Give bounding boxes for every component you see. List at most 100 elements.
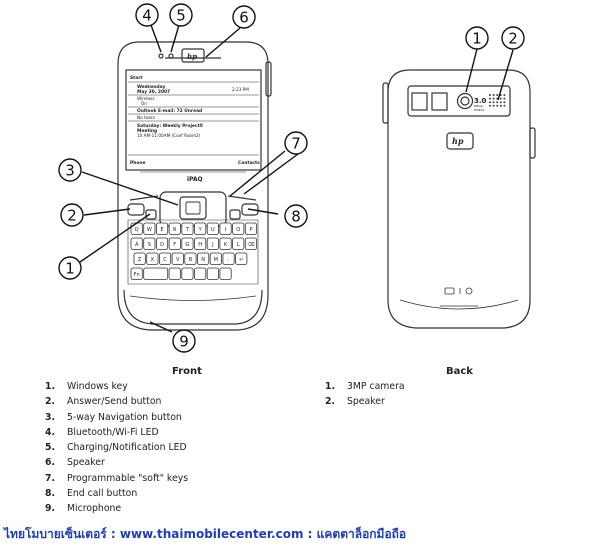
megapixel-word-2: PIXELS [474,108,484,112]
footer-url-link[interactable]: www.thaimobilecenter.com [119,527,304,541]
svg-text:1: 1 [65,260,75,278]
speaker-hole [492,97,495,100]
speaker-hole [499,101,502,104]
speaker-hole [503,104,506,107]
svg-text:7: 7 [291,135,301,153]
keyboard-key-label: I [225,227,226,233]
front-legend-item: 1.Windows key [45,381,128,392]
flash-window-2 [431,92,448,111]
camera-lens-inner [460,96,470,106]
keyboard-key-label: Y [198,227,203,233]
footer-banner: ไทยโมบายเซ็นเตอร์ : www.thaimobilecenter… [4,525,600,543]
front-legend-item: 8.End call button [45,488,138,500]
camera-lens-outer [456,92,474,110]
keyboard-key [143,267,169,280]
screen-time: 2:23 PM [232,87,249,92]
keyboard-key [235,252,248,265]
screen-meeting-1: Saturday: Weekly ProjectX [137,123,204,129]
answer-send-button [127,203,145,216]
flash-window-1 [411,92,428,111]
keyboard-key [197,252,210,265]
back-hp-logo: hp [452,136,464,146]
screen-start: Start [130,75,143,81]
svg-text:4: 4 [142,7,152,25]
front-bottom-lip [123,289,263,325]
svg-text:3: 3 [65,162,75,180]
svg-text:6: 6 [239,9,249,27]
keyboard-key [219,222,232,235]
keyboard-key [232,222,245,235]
keyboard-key [133,252,146,265]
speaker-hole [503,97,506,100]
speaker-hole [489,94,491,96]
keyboard-key [130,267,143,280]
front-legend-item: 7.Programmable "soft" keys [45,472,189,484]
front-legend-item: 3.5-way Navigation button [45,411,182,423]
back-side-button-2 [529,127,536,159]
back-legend-item: 1.3MP camera [325,381,405,392]
keyboard-key [181,222,194,235]
callouts: 4 5 6 3 7 2 8 1 [58,3,525,353]
keyboard-key [143,237,156,250]
screen-date-day: Wednesday [137,84,165,90]
keyboard-key [143,222,156,235]
footer-thai-site-name: ไทยโมบายเซ็นเตอร์ [4,527,107,541]
speaker-hole [496,104,499,107]
callout-1: 1 [58,256,82,280]
front-logo-plate [181,48,205,63]
callout-2: 2 [60,203,84,227]
back-callout-2: 2 [501,26,525,50]
keyboard-key-label: ↵ [239,257,243,263]
keyboard-key [168,222,181,235]
screen-softkey-right: Contacts [238,160,260,166]
keyboard-key-label: T [185,227,190,233]
svg-text:8: 8 [291,208,301,226]
model-label: iPAQ [187,176,203,183]
keyboard-key-label: H [198,242,202,248]
speaker-hole [489,104,491,107]
keyboard-key [146,252,159,265]
keyboard-key-label: E [160,227,163,233]
keyboard-key [155,237,169,250]
screen-tasks: No tasks [137,115,155,120]
keyboard-key-label: F [173,242,176,248]
keyboard-key-label: R [173,227,177,233]
keyboard-key [168,267,181,280]
windows-key [145,209,157,220]
back-phone [382,69,536,329]
keyboard-key-label: Z [138,257,142,263]
callout-4: 4 [135,3,159,27]
keyboard-key [194,237,207,250]
charging-led [168,53,174,59]
svg-text:9: 9 [179,333,189,351]
keyboard-key-label: C [163,257,167,263]
keyboard-key [194,267,207,280]
callout-6: 6 [232,5,256,29]
keyboard-key-label: M [214,257,218,263]
bluetooth-led [158,53,164,59]
speaker-hole [499,104,502,107]
svg-text:2: 2 [67,207,77,225]
screen-date: May 30, 2007 [137,89,170,95]
back-camera-label: 3.0 MEGA PIXELS hp [452,97,487,146]
callout-5: 5 [169,3,193,27]
speaker-hole [489,97,491,100]
keyboard-key [232,237,245,250]
front-screen-content: Start 2:23 PM Wednesday May 30, 2007 Wir… [130,52,260,183]
screen-meeting-2: Meeting [137,128,157,134]
speaker-hole [503,101,506,104]
back-legend: 1.3MP camera 2.Speaker [325,379,405,410]
keyboard-key [171,252,184,265]
svg-text:2: 2 [508,30,518,48]
keyboard-key [206,237,219,250]
speaker-hole [492,104,495,107]
front-legend-item: 4.Bluetooth/Wi-Fi LED [45,426,159,438]
keyboard-key-label: W [147,227,152,233]
callout-9: 9 [172,329,196,353]
keyboard-key [219,237,232,250]
keyboard-key-label: P [249,227,252,233]
keyboard-key-label: G [186,242,190,248]
keyboard-key-label: Fn [134,272,140,278]
keyboard-key-label: J [211,242,213,248]
